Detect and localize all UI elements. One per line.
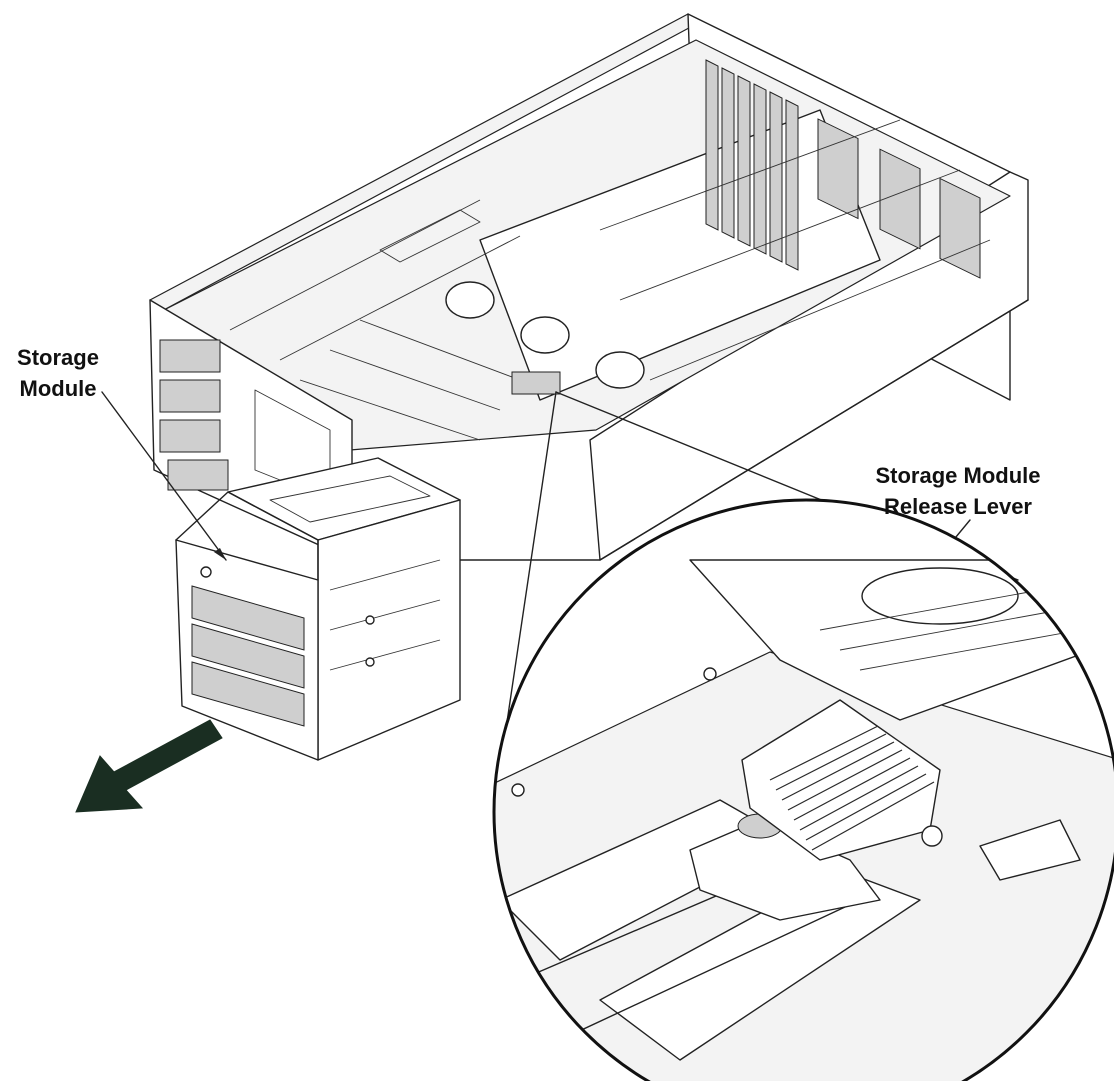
expansion-slot-brackets [705, 59, 799, 271]
slot-bracket-3 [737, 75, 751, 247]
lever-location [511, 371, 561, 395]
fan-1 [445, 281, 495, 319]
detail-plate-bottom [599, 869, 921, 1061]
front-bay-4 [167, 459, 229, 491]
storage-module [175, 457, 461, 761]
detail-lever-grip [769, 725, 935, 851]
module-side [317, 499, 461, 761]
arrow-shape [75, 719, 223, 813]
rear-vent-2 [879, 148, 921, 250]
release-lever-label-line2: Release Lever [884, 494, 1032, 519]
rear-vents [817, 118, 981, 279]
module-side-rail-1 [329, 559, 441, 591]
module-tray-3 [191, 661, 305, 727]
storage-module-label: Storage Module [6, 342, 110, 404]
detail-screw-1 [511, 783, 525, 797]
rear-vent-1 [817, 118, 859, 220]
module-tray-2 [191, 623, 305, 689]
detail-contents [494, 559, 1114, 1086]
interior-rail-3 [299, 379, 481, 441]
interior-rail-5 [359, 319, 521, 381]
front-bay-3 [159, 419, 221, 453]
front-bay-1 [159, 339, 221, 373]
fan-2 [520, 316, 570, 354]
slot-bracket-5 [769, 91, 783, 263]
grip-line-1 [769, 725, 879, 781]
storage-module-leader-tip [214, 548, 226, 560]
detail-lever-pivot [921, 825, 943, 847]
module-screw-1 [365, 615, 375, 625]
front-bay-2 [159, 379, 221, 413]
module-side-rail-3 [329, 639, 441, 671]
front-drive-bays [159, 339, 331, 501]
slot-bracket-6 [785, 99, 799, 271]
fan-row [445, 281, 645, 389]
detail-zoom [492, 498, 1114, 1086]
module-indicator [200, 566, 212, 578]
interior-bracket-a [379, 209, 481, 263]
detail-fan-rib-3 [859, 629, 1081, 671]
module-side-details [329, 559, 441, 671]
fan-3 [595, 351, 645, 389]
storage-module-label-line2: Module [19, 376, 97, 401]
chassis [149, 13, 1029, 561]
module-top-recess [269, 475, 431, 523]
module-tray-1 [191, 585, 305, 651]
slot-bracket-4 [753, 83, 767, 255]
interior-rail-7 [619, 169, 961, 301]
detail-screw-2 [703, 667, 717, 681]
rear-vent-3 [939, 177, 981, 279]
storage-module-leader [101, 391, 227, 561]
module-side-rail-2 [329, 599, 441, 631]
interior-details [229, 119, 991, 441]
storage-module-label-line1: Storage [17, 345, 99, 370]
grip-line-8 [811, 781, 935, 851]
detail-rail-2 [559, 899, 861, 1041]
release-lever-label-line1: Storage Module [875, 463, 1041, 488]
grip-line-6 [799, 765, 919, 831]
pull-out-arrow [75, 719, 223, 813]
detail-fan-rib-2 [839, 609, 1061, 651]
detail-right-tab [979, 819, 1081, 881]
interior-rail-6 [599, 119, 901, 231]
module-top-edge [175, 491, 319, 581]
interior-rail-8 [649, 239, 991, 381]
interior-rail-2 [279, 235, 521, 361]
grip-line-4 [787, 749, 903, 811]
slot-bracket-2 [721, 67, 735, 239]
grip-line-5 [793, 757, 911, 821]
detail-fan-rib-1 [819, 589, 1041, 631]
grip-line-2 [775, 733, 887, 791]
detail-fan [861, 567, 1019, 625]
grip-line-3 [781, 741, 895, 801]
interior-rail-1 [229, 199, 481, 331]
module-drive-trays [191, 585, 305, 727]
interior-rail-4 [329, 349, 501, 411]
slot-bracket-1 [705, 59, 719, 231]
module-screw-2 [365, 657, 375, 667]
detail-circle-border [492, 498, 1114, 1086]
grip-line-7 [805, 773, 927, 841]
release-lever-label: Storage Module Release Lever [848, 460, 1068, 522]
